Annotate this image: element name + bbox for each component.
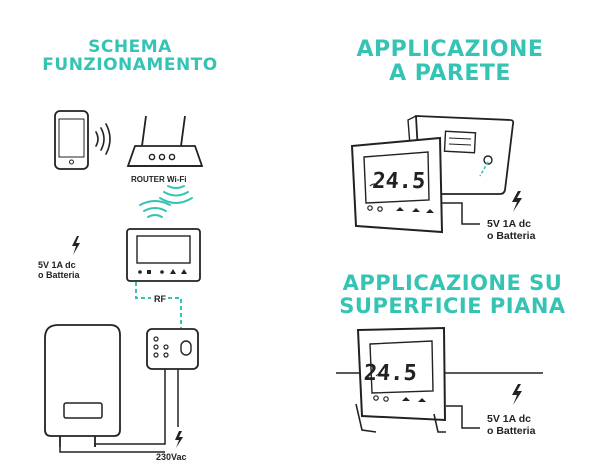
boiler-wiring [59,369,179,453]
title-superficie-line2: SUPERFICIE PIANA [339,293,566,318]
surface-thermostat-display: 24.5 [363,361,418,386]
surface-power-line2: o Batteria [487,424,536,437]
surface-thermostat-icon [355,326,447,433]
boiler-icon [44,324,121,447]
thermostat-wifi-waves-icon [139,200,171,218]
thermostat-icon [126,228,201,282]
surface-power-line1: 5V 1A dc [487,413,531,425]
title-superficie-line1: APPLICAZIONE SU [342,271,563,295]
wall-alignment-markers [411,145,489,177]
wall-thermostat-icon [350,136,444,234]
left-lightning-bolt-icon [72,236,80,255]
wall-thermostat-display: 24.5 [371,169,426,194]
phone-wifi-waves-icon [95,123,111,155]
smartphone-icon [54,110,89,170]
title-applicazione-parete: APPLICAZIONE A PARETE [320,38,580,86]
wall-lightning-bolt-icon [512,191,522,212]
rf-label: RF [154,294,166,304]
router-icon [126,115,204,167]
surface-power-cable [446,405,480,429]
title-applicazione-superficie: APPLICAZIONE SU SUPERFICIE PIANA [300,272,605,317]
mains-lightning-bolt-icon [175,431,183,448]
wall-power-cable [442,202,480,225]
mains-label: 230Vac [156,452,187,462]
relay-receiver-icon [146,328,199,370]
surface-lightning-bolt-icon [512,384,522,405]
router-wifi-waves-icon [159,185,193,204]
left-power-line2: o Batteria [38,270,80,281]
wall-power-line2: o Batteria [487,229,536,242]
wall-power-label: 5V 1A dc o Batteria [487,218,536,243]
title-parete-line2: A PARETE [389,60,511,86]
router-label: ROUTER Wi-Fi [131,175,187,184]
left-power-label: 5V 1A dc o Batteria [38,260,80,280]
surface-power-label: 5V 1A dc o Batteria [487,413,536,438]
title-parete-line1: APPLICAZIONE [356,37,544,62]
wall-power-line1: 5V 1A dc [487,218,531,230]
title-schema-funzionamento: SCHEMA FUNZIONAMENTO [10,38,250,75]
title-schema-line1: SCHEMA [88,37,172,57]
title-schema-line2: FUNZIONAMENTO [42,55,218,76]
rf-dashed-link [135,282,182,328]
left-power-line1: 5V 1A dc [38,260,76,270]
